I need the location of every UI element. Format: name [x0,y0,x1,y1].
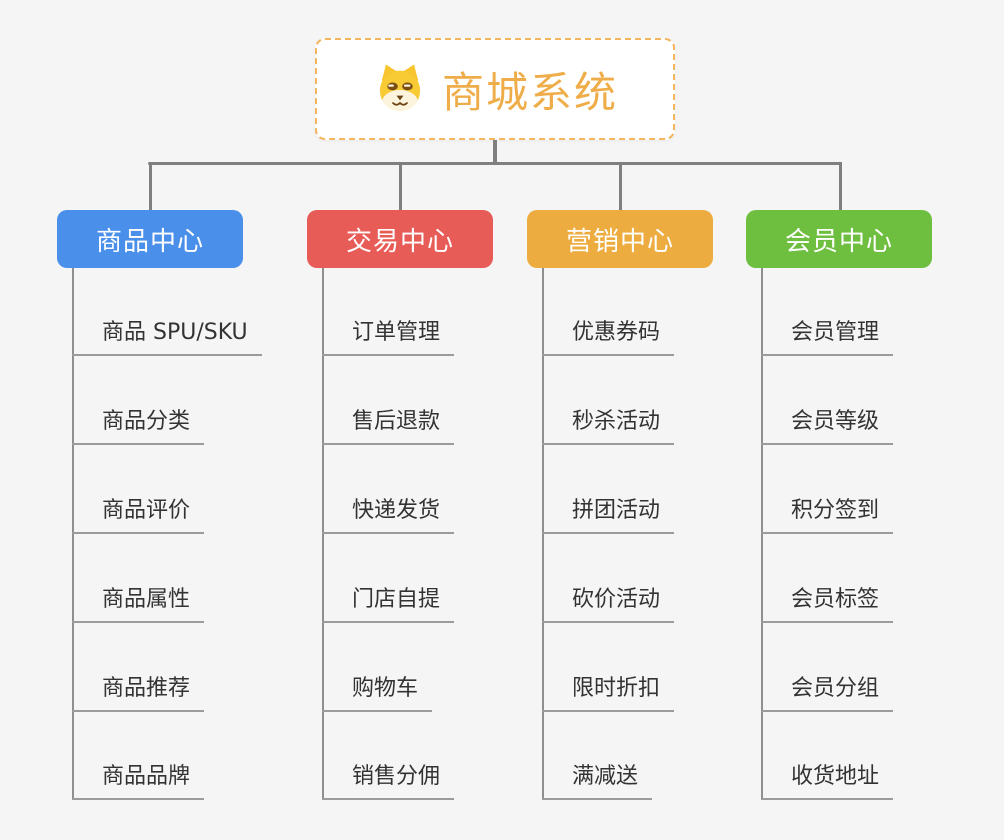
child-item[interactable]: 限时折扣 [542,676,675,712]
child-item[interactable]: 购物车 [322,676,433,712]
child-item[interactable]: 售后退款 [322,409,455,445]
root-connector-line [493,140,497,164]
root-node[interactable]: 商城系统 [315,38,675,140]
branch-node-1[interactable]: 交易中心 [307,210,493,268]
branch-node-2[interactable]: 营销中心 [527,210,713,268]
branch-trunk-line [72,268,74,800]
child-item[interactable]: 销售分佣 [322,764,455,800]
branch-trunk-line [542,268,544,800]
child-item[interactable]: 积分签到 [761,498,894,534]
child-item[interactable]: 优惠券码 [542,320,675,356]
child-item[interactable]: 商品推荐 [72,676,205,712]
child-item[interactable]: 商品属性 [72,587,205,623]
branch-node-0[interactable]: 商品中心 [57,210,243,268]
child-item[interactable]: 会员管理 [761,320,894,356]
child-item[interactable]: 商品 SPU/SKU [72,320,262,356]
root-title: 商城系统 [441,67,618,117]
child-item[interactable]: 满减送 [542,764,653,800]
child-item[interactable]: 快递发货 [322,498,455,534]
child-item[interactable]: 商品分类 [72,409,205,445]
branch-trunk-line [761,268,763,800]
child-item[interactable]: 会员等级 [761,409,894,445]
child-item[interactable]: 商品评价 [72,498,205,534]
child-item[interactable]: 秒杀活动 [542,409,675,445]
branch-trunk-line [322,268,324,800]
child-item[interactable]: 订单管理 [322,320,455,356]
connector-drop-line [838,162,842,210]
shiba-dog-icon [372,61,428,117]
connector-drop-line [399,162,402,210]
child-item[interactable]: 商品品牌 [72,764,205,800]
child-item[interactable]: 会员标签 [761,587,894,623]
connector-drop-line [148,162,152,210]
child-item[interactable]: 门店自提 [322,587,455,623]
branch-node-3[interactable]: 会员中心 [746,210,932,268]
child-item[interactable]: 会员分组 [761,676,894,712]
child-item[interactable]: 拼团活动 [542,498,675,534]
connector-drop-line [618,162,622,210]
connector-bus-line [148,162,842,165]
child-item[interactable]: 砍价活动 [542,587,675,623]
child-item[interactable]: 收货地址 [761,764,894,800]
